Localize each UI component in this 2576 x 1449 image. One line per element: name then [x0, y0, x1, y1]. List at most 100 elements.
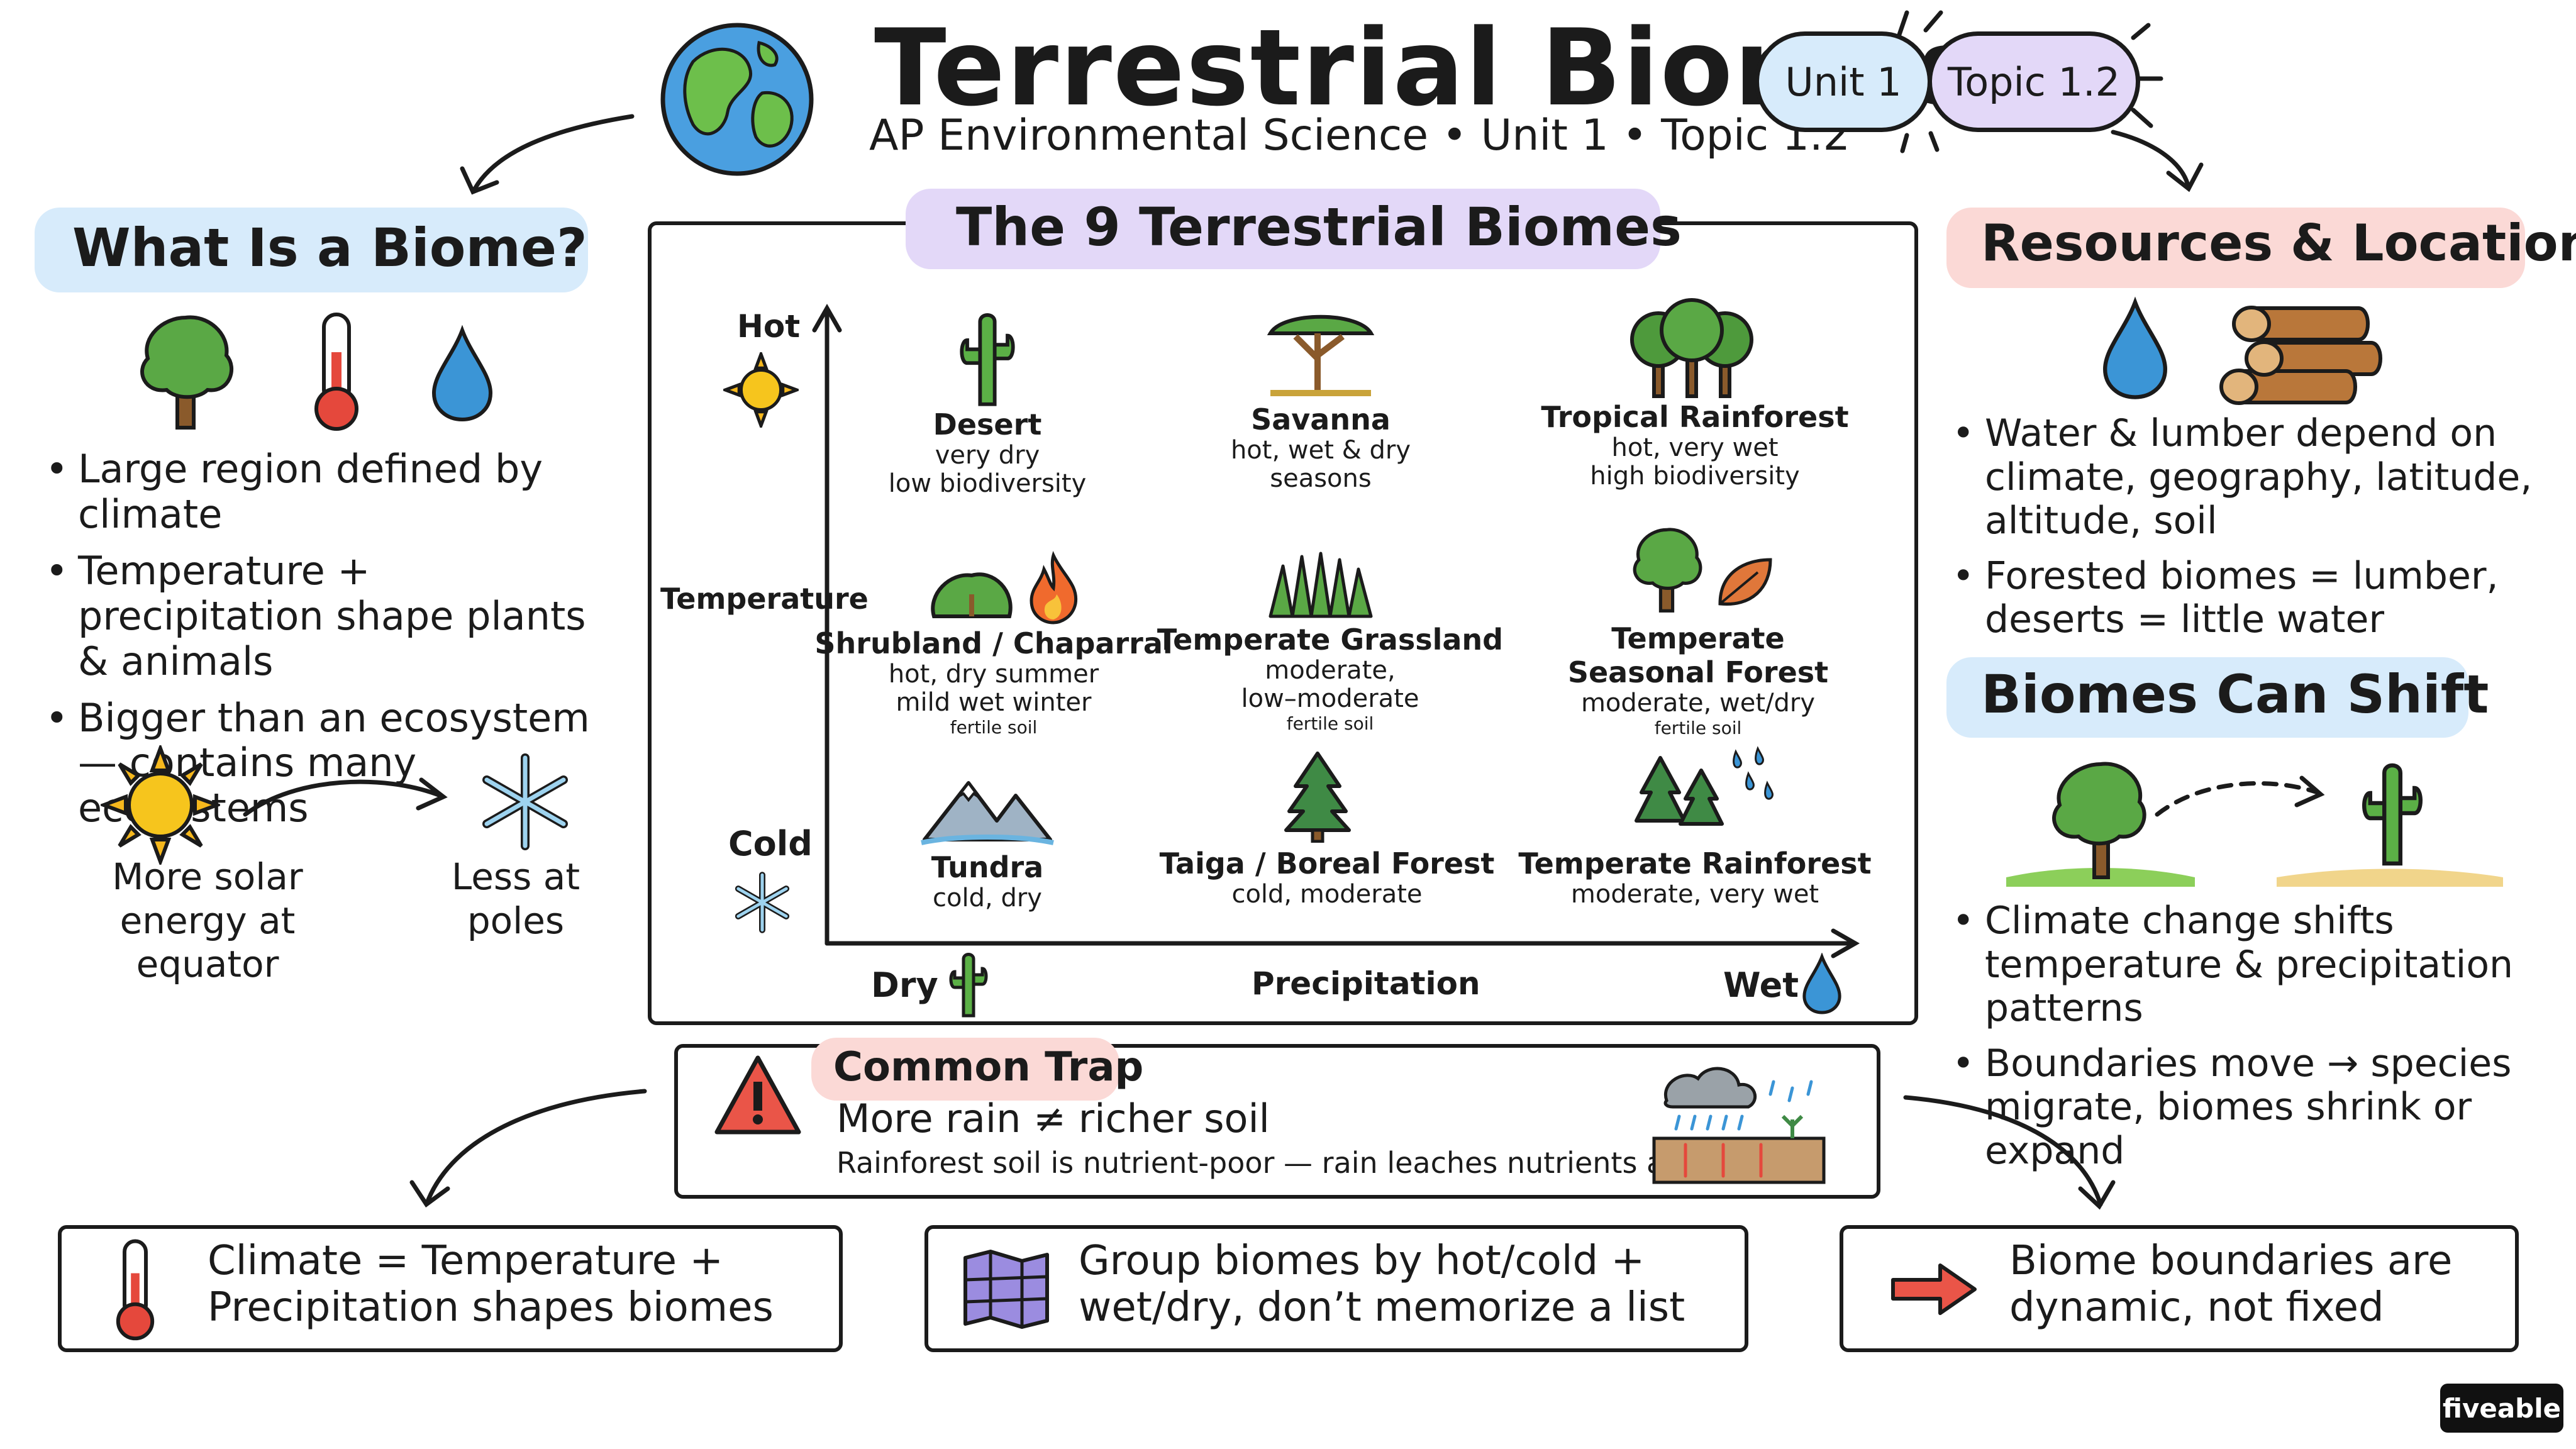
shrub-icon	[931, 572, 1013, 618]
thermometer-icon	[116, 1239, 155, 1341]
snowflake-icon	[735, 872, 790, 933]
biome-name: Taiga / Boreal Forest	[1159, 847, 1495, 880]
water-drop-icon	[2102, 296, 2168, 399]
snowflake-icon	[482, 753, 568, 850]
biome-note: fertile soil	[1654, 717, 1742, 738]
tree-on-grass-icon	[2006, 762, 2195, 887]
biome-name: Temperate Seasonal Forest	[1567, 621, 1829, 689]
y-top-label: Hot	[737, 308, 801, 345]
biomes-shift-heading: Biomes Can Shift	[1981, 663, 2489, 725]
x-right-label: Wet	[1723, 965, 1799, 1005]
biome-name: Savanna	[1251, 402, 1391, 436]
biomes-shift-list: Climate change shifts temperature & prec…	[1950, 899, 2553, 1185]
resources-heading: Resources & Location	[1981, 214, 2576, 272]
rain-soil-icon	[1652, 1067, 1826, 1184]
biome-description: hot, dry summer mild wet winter	[888, 660, 1099, 717]
poles-label: Less at poles	[451, 855, 580, 942]
x-axis-label: Precipitation	[1252, 965, 1480, 1002]
biome-name: Temperate Grassland	[1157, 623, 1504, 657]
cactus-icon	[949, 953, 988, 1018]
trap-sub-text: Rainforest soil is nutrient-poor — rain …	[836, 1146, 1723, 1180]
biome-definition-list: Large region defined by climate Temperat…	[43, 447, 621, 842]
biome-description: hot, wet & dry seasons	[1230, 436, 1411, 493]
biome-name: Shrubland / Chaparral	[814, 626, 1173, 660]
pine-tree-icon	[1284, 752, 1351, 843]
heading-highlight	[1946, 208, 2525, 288]
leaf-icon	[1718, 558, 1772, 606]
list-item: Boundaries move → species migrate, biome…	[1950, 1041, 2553, 1174]
biome-name: Temperate Rainforest	[1518, 847, 1872, 880]
tree-icon	[140, 315, 233, 430]
heading-highlight	[1946, 657, 2468, 738]
trap-heading: Common Trap	[833, 1044, 1144, 1091]
page-subtitle: AP Environmental Science • Unit 1 • Topi…	[869, 111, 1850, 160]
list-item: Temperature + precipitation shape plants…	[43, 548, 621, 684]
solar-energy-label: More solar energy at equator	[112, 855, 303, 986]
thermometer-icon	[314, 313, 358, 431]
biome-cell-temperate-grassland: Temperate Grassland moderate, low–modera…	[1154, 623, 1506, 734]
unit-badge: Unit 1	[1755, 31, 1932, 132]
acacia-tree-icon	[1267, 314, 1375, 396]
biome-description: moderate, wet/dry	[1580, 689, 1816, 718]
biome-note: fertile soil	[950, 716, 1038, 738]
biome-description: very dry low biodiversity	[888, 441, 1087, 498]
y-axis-label: Temperature	[660, 582, 869, 616]
mountain-icon	[921, 780, 1054, 845]
grass-icon	[1269, 552, 1373, 618]
biome-cell-taiga: Taiga / Boreal Forest cold, moderate	[1151, 847, 1503, 909]
logs-icon	[2219, 306, 2382, 405]
list-item: Forested biomes = lumber, deserts = litt…	[1950, 554, 2553, 642]
list-item: Bigger than an ecosystem — contains many…	[43, 695, 621, 831]
biome-cell-savanna: Savanna hot, wet & dry seasons	[1145, 402, 1497, 493]
biome-cell-tropical-rainforest: Tropical Rainforest hot, very wet high b…	[1519, 400, 1871, 491]
biome-description: moderate, low–moderate	[1241, 656, 1419, 713]
pine-trees-rain-icon	[1635, 746, 1774, 826]
x-left-label: Dry	[871, 965, 938, 1005]
trap-main-text: More rain ≠ richer soil	[836, 1096, 1270, 1141]
heading-highlight	[906, 189, 1660, 269]
y-bottom-label: Cold	[728, 824, 813, 863]
list-item: Climate change shifts temperature & prec…	[1950, 899, 2553, 1031]
fire-icon	[1030, 550, 1078, 625]
biome-cell-temperate-rainforest: Temperate Rainforest moderate, very wet	[1518, 847, 1872, 909]
topic-badge: Topic 1.2	[1928, 31, 2140, 132]
takeaway-climate-text: Climate = Temperature + Precipitation sh…	[208, 1238, 774, 1331]
biome-note: fertile soil	[1286, 713, 1374, 734]
brand-logo: fiveable	[2440, 1384, 2563, 1433]
list-item: Water & lumber depend on climate, geogra…	[1950, 411, 2553, 543]
warning-icon	[714, 1055, 801, 1135]
takeaway-group-text: Group biomes by hot/cold + wet/dry, don’…	[1079, 1238, 1685, 1331]
biome-name: Desert	[933, 408, 1042, 441]
biome-description: hot, very wet high biodiversity	[1590, 433, 1800, 491]
arrow-icon	[243, 777, 448, 817]
chart-heading: The 9 Terrestrial Biomes	[956, 196, 1682, 258]
cactus-icon	[960, 313, 1015, 406]
cactus-on-sand-icon	[2277, 763, 2503, 887]
biome-description: cold, dry	[933, 884, 1042, 913]
water-drop-icon	[1802, 953, 1841, 1014]
rainforest-trees-icon	[1630, 298, 1753, 398]
biome-cell-tundra: Tundra cold, dry	[811, 850, 1163, 913]
dashed-arrow-icon	[2155, 775, 2325, 817]
globe-icon	[660, 23, 814, 176]
water-drop-icon	[431, 325, 493, 422]
sun-icon	[723, 352, 799, 428]
heading-highlight	[35, 208, 588, 292]
map-icon	[963, 1250, 1049, 1329]
resources-list: Water & lumber depend on climate, geogra…	[1950, 411, 2553, 653]
biome-description: cold, moderate	[1231, 880, 1423, 909]
heading-highlight	[811, 1038, 1119, 1101]
takeaway-dynamic-text: Biome boundaries are dynamic, not fixed	[2009, 1238, 2453, 1331]
biome-cell-shrubland: Shrubland / Chaparral hot, dry summer mi…	[814, 626, 1172, 738]
tree-icon	[1633, 528, 1702, 613]
biome-cell-temperate-seasonal-forest: Temperate Seasonal Forest moderate, wet/…	[1522, 621, 1874, 738]
chart-axes	[812, 303, 1860, 958]
biome-description: moderate, very wet	[1570, 880, 1819, 909]
biome-cell-desert: Desert very dry low biodiversity	[811, 408, 1163, 498]
takeaway-box-group	[924, 1225, 1748, 1352]
sun-icon	[101, 745, 220, 865]
arrow-right-icon	[1891, 1263, 1977, 1315]
takeaway-box-climate	[58, 1225, 843, 1352]
biome-name: Tropical Rainforest	[1541, 400, 1849, 434]
